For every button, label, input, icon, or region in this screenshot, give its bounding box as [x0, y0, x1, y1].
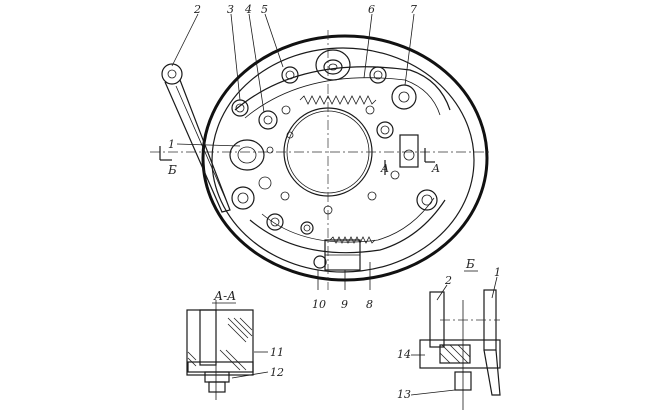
bolt-hole: [323, 205, 333, 215]
lower-anchor-adjuster: [313, 239, 371, 290]
hub-bolt-holes: [266, 105, 400, 215]
brake-assembly-main-view: [150, 13, 490, 290]
detail-b-title: Б: [465, 257, 475, 271]
detail-a-a-section: А-А 11 12: [186, 289, 284, 400]
detail-a-a-callout-11: 11: [270, 346, 284, 359]
brake-drum-outer-rim: [201, 34, 489, 282]
detail-b-callout-14: 14: [397, 348, 411, 361]
brake-shoe-upper: [234, 66, 451, 111]
detail-b-view: Б 2 1 14 13: [397, 257, 501, 410]
adjuster-eccentric-right: [376, 84, 438, 211]
detail-b-callout-2: 2: [444, 274, 452, 287]
brake-shoe-lower: [249, 199, 446, 254]
bolt-hole: [266, 146, 274, 154]
callout-10: 10: [312, 298, 326, 311]
return-spring-upper: [299, 95, 377, 105]
callout-6: 6: [368, 3, 375, 16]
brake-shoe-upper-inner: [244, 77, 441, 119]
bolt-hole: [286, 131, 294, 139]
brake-drum-inner-rim: [211, 47, 475, 273]
callout-8: 8: [366, 298, 373, 311]
callout-5: 5: [261, 3, 268, 16]
bolt-hole: [390, 170, 400, 180]
callout-leaders: [171, 13, 415, 147]
callout-3: 3: [227, 3, 234, 16]
parking-lever-left: [229, 99, 314, 235]
section-b-marker: [159, 146, 172, 161]
bolt-hole: [365, 105, 375, 115]
bolt-hole: [367, 191, 377, 201]
callout-4: 4: [244, 3, 252, 16]
bolt-hole: [281, 105, 291, 115]
wheel-cylinder-top: [281, 49, 387, 84]
section-a-marker: [384, 148, 435, 175]
bolt-hole: [280, 191, 290, 201]
callout-2: 2: [193, 3, 201, 16]
detail-b-callout-13: 13: [397, 388, 411, 401]
section-label-a-left: A: [380, 162, 389, 175]
section-label-b-main: Б: [167, 163, 177, 177]
detail-a-a-callout-12: 12: [270, 366, 284, 379]
callout-1: 1: [168, 138, 175, 151]
callout-7: 7: [410, 3, 417, 16]
brake-shoe-lower-inner: [261, 197, 435, 243]
detail-a-a-title: А-А: [213, 289, 236, 303]
detail-b-callout-1: 1: [494, 266, 501, 279]
callout-9: 9: [341, 298, 348, 311]
section-label-a-right: A: [431, 162, 440, 175]
